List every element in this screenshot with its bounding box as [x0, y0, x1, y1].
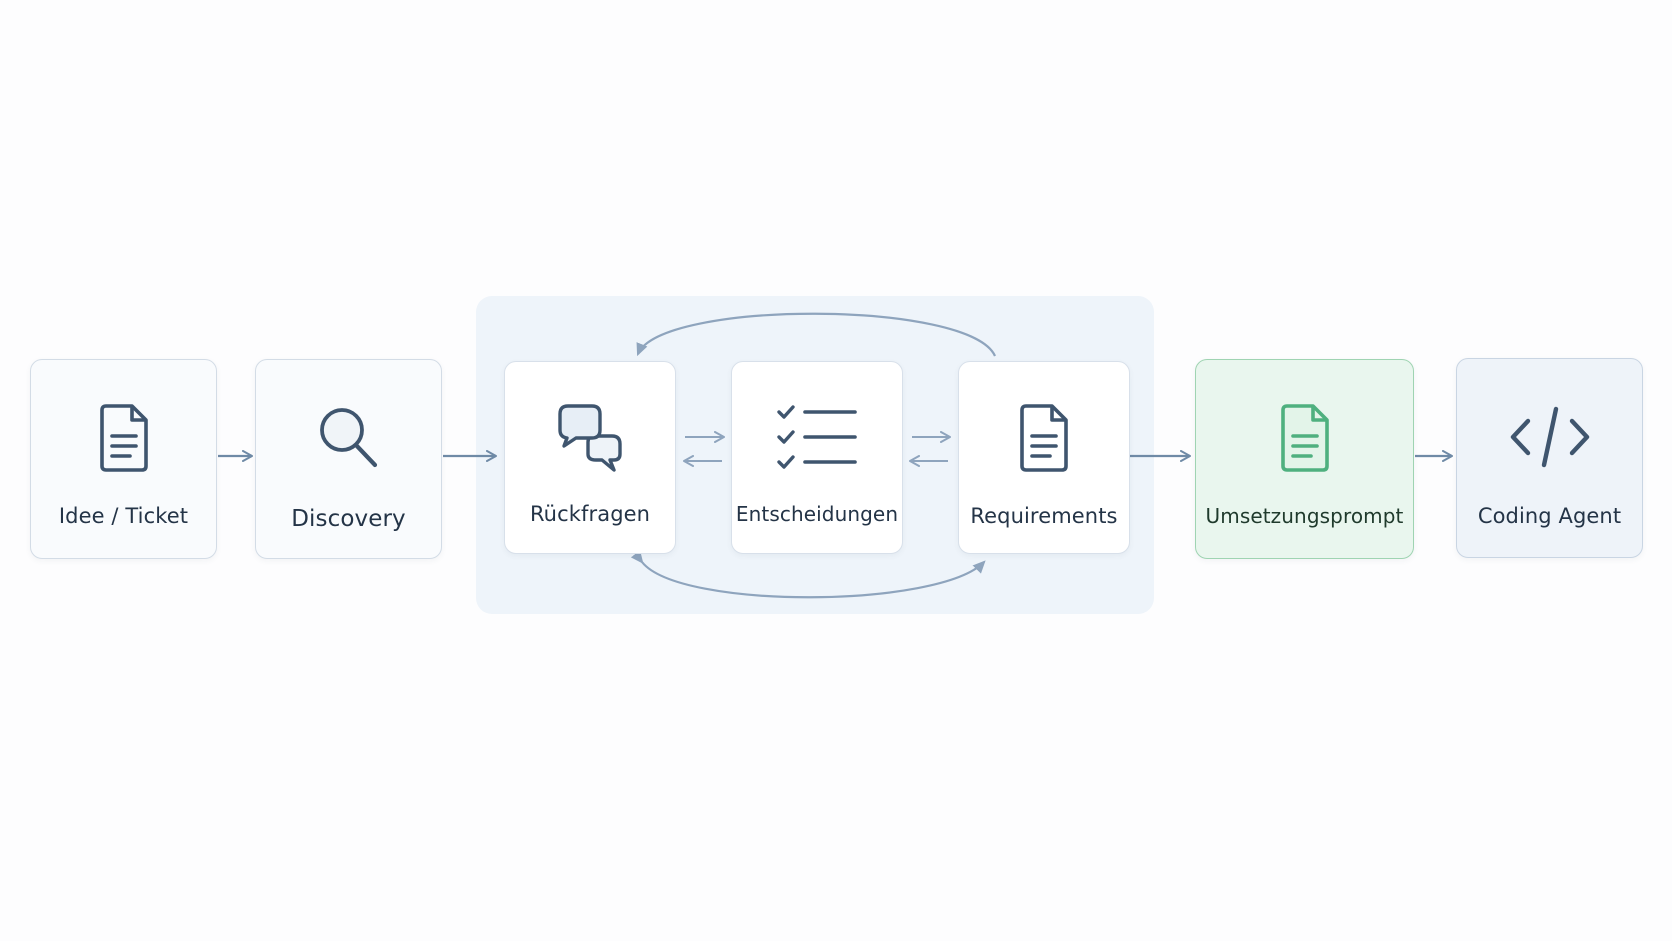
document-icon — [86, 400, 162, 476]
magnifier-icon — [311, 400, 387, 476]
node-label: Umsetzungsprompt — [1205, 504, 1404, 528]
node-label: Requirements — [970, 504, 1118, 528]
node-label: Discovery — [291, 506, 406, 532]
node-coding-agent: Coding Agent — [1456, 358, 1643, 558]
node-entscheidungen: Entscheidungen — [731, 361, 903, 554]
document-icon — [1267, 400, 1343, 476]
code-brackets-icon — [1508, 401, 1592, 477]
node-label: Entscheidungen — [735, 502, 899, 526]
node-label: Rückfragen — [529, 502, 651, 526]
node-requirements: Requirements — [958, 361, 1130, 554]
node-idea-ticket: Idee / Ticket — [30, 359, 217, 559]
node-label: Idee / Ticket — [58, 504, 189, 528]
checklist-icon — [775, 400, 859, 476]
node-discovery: Discovery — [255, 359, 442, 559]
node-rueckfragen: Rückfragen — [504, 361, 676, 554]
document-icon — [1006, 400, 1082, 476]
node-label: Coding Agent — [1477, 504, 1622, 528]
node-umsetzungsprompt: Umsetzungsprompt — [1195, 359, 1414, 559]
speech-bubbles-icon — [552, 400, 628, 476]
